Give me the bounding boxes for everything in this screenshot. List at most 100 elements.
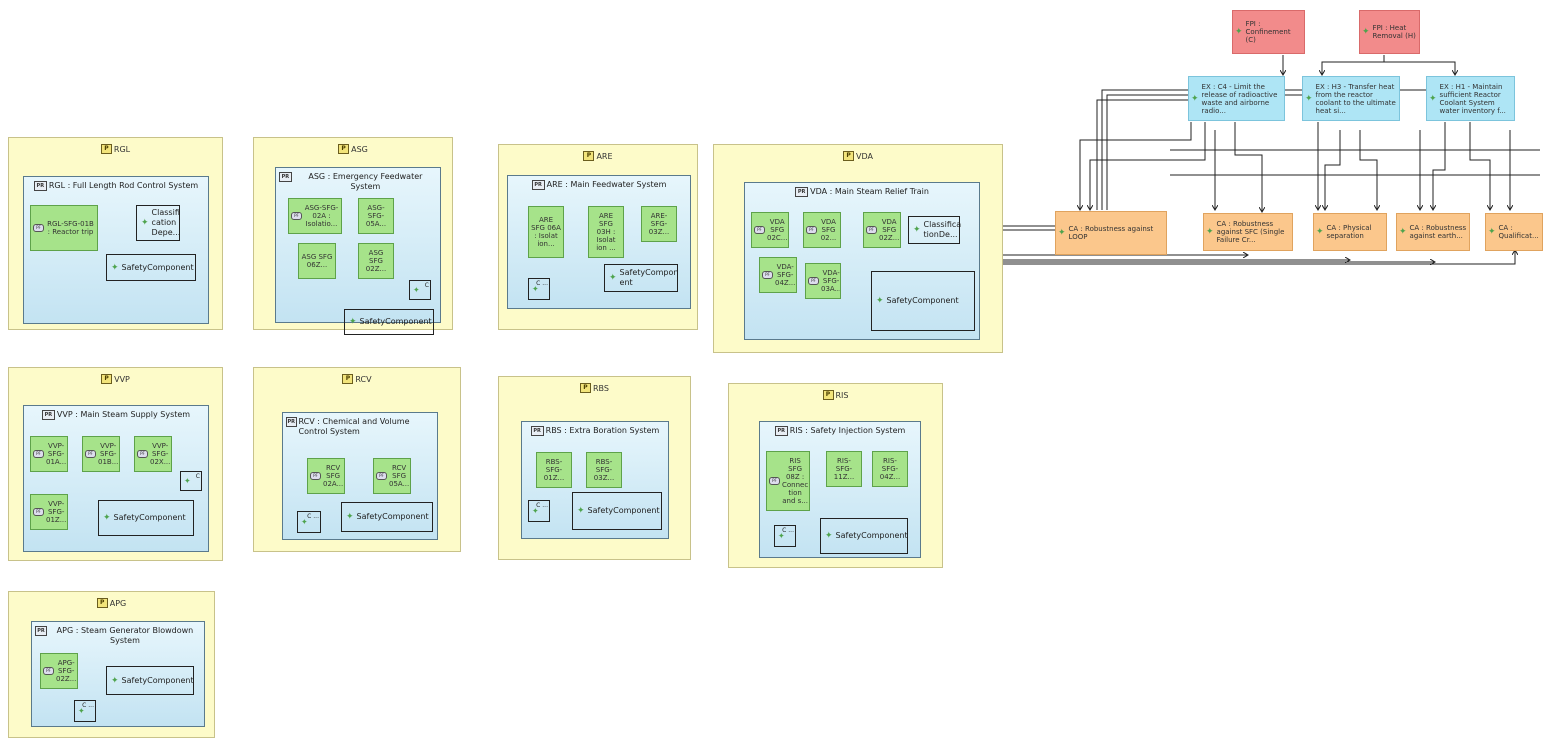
diamond-star-icon: ✦ <box>349 317 357 327</box>
safety-component-box[interactable]: ✦SafetyComponent <box>341 502 433 532</box>
safety-component-box[interactable]: ✦SafetyComponent <box>344 309 434 335</box>
diamond-star-icon: ✦ <box>609 273 617 283</box>
fpi-confinement-box[interactable]: ✦FPI : Confinement (C) <box>1232 10 1305 54</box>
diamond-star-icon: ✦ <box>1316 227 1324 237</box>
system-icon: PR <box>33 181 47 191</box>
diamond-star-icon: ✦ <box>1058 228 1066 238</box>
sfg-box[interactable]: ASG-SFG-05A... <box>358 198 394 234</box>
sfg-box[interactable]: RBS-SFG-01Z... <box>536 452 572 488</box>
sfg-box[interactable]: RIS-SFG-04Z... <box>872 451 908 487</box>
diamond-star-icon: ✦ <box>1235 27 1243 37</box>
small-component-box[interactable]: ✦C ... <box>528 500 550 522</box>
package-icon: P <box>96 598 108 608</box>
sfg-box[interactable]: ARE-SFG-03Z... <box>641 206 677 242</box>
system-icon: PR <box>279 172 292 182</box>
fpi-heat-removal-box[interactable]: ✦FPI : Heat Removal (H) <box>1359 10 1420 54</box>
diamond-star-icon: ✦ <box>1399 227 1407 237</box>
ex-h1-box[interactable]: ✦EX : H1 - Maintain sufficient Reactor C… <box>1426 76 1515 121</box>
classification-box[interactable]: ✦Classifica tionDe... <box>908 216 961 244</box>
small-component-box[interactable]: ✦C <box>180 471 202 491</box>
sfg-box[interactable]: ARE SFG 03H : Isolat ion ... <box>588 206 624 258</box>
diamond-star-icon: ✦ <box>111 262 119 273</box>
small-component-box[interactable]: ✦C ... <box>774 525 796 547</box>
ca-sfc-box[interactable]: ✦CA : Robustness against SFC (Single Fai… <box>1203 213 1293 251</box>
diamond-star-icon: ✦ <box>1191 93 1199 104</box>
system-title: RGL : Full Length Rod Control System <box>48 181 199 190</box>
ex-c4-box[interactable]: ✦EX : C4 - Limit the release of radioact… <box>1188 76 1285 121</box>
safety-component-box[interactable]: ✦SafetyComponent <box>871 271 975 331</box>
diamond-star-icon: ✦ <box>103 513 111 523</box>
ca-qualification-box[interactable]: ✦CA : Qualificat... <box>1485 213 1543 251</box>
small-component-box[interactable]: ✦C ... <box>297 511 321 533</box>
ca-earthquake-box[interactable]: ✦CA : Robustness against earth... <box>1396 213 1470 251</box>
diamond-star-icon: ✦ <box>346 512 354 522</box>
safety-component-box[interactable]: ✦SafetyComponent <box>820 518 908 554</box>
sfg-box[interactable]: ARE SFG 06A : Isolat ion... <box>528 206 564 258</box>
diamond-star-icon: ✦ <box>825 531 833 541</box>
diamond-star-icon: ✦ <box>111 675 119 686</box>
sfg-box[interactable]: RBS-SFG-03Z... <box>586 452 622 488</box>
ex-h3-box[interactable]: ✦EX : H3 - Transfer heat from the reacto… <box>1302 76 1400 121</box>
safety-component-box[interactable]: ✦SafetyComponent <box>106 666 194 695</box>
small-component-box[interactable]: ✦C ... <box>528 278 550 300</box>
package-icon: P <box>101 374 113 384</box>
package-icon: P <box>843 151 855 161</box>
package-icon: P <box>342 374 354 384</box>
ca-loop-box[interactable]: ✦CA : Robustness against LOOP <box>1055 211 1167 255</box>
safety-component-box[interactable]: ✦SafetyComponent <box>106 254 196 281</box>
safety-component-box[interactable]: ✦SafetyComponent <box>98 500 194 536</box>
package-icon: P <box>583 151 595 161</box>
diamond-star-icon: ✦ <box>577 506 585 516</box>
package-icon: P <box>822 390 834 400</box>
sfg-box[interactable]: ASG SFG 02Z... <box>358 243 394 279</box>
safety-component-box[interactable]: ✦SafetyCompon ent <box>604 264 678 292</box>
package-icon: P <box>580 383 591 393</box>
sfg-box[interactable]: ASG SFG 06Z... <box>298 243 336 279</box>
diamond-star-icon: ✦ <box>1362 27 1370 37</box>
classification-box[interactable]: ✦Classifi cation Depe... <box>136 205 180 241</box>
safety-component-box[interactable]: ✦SafetyComponent <box>572 492 662 530</box>
system-icon: PR <box>41 410 55 420</box>
sfg-box[interactable]: RIS-SFG-11Z... <box>826 451 862 487</box>
diamond-star-icon: ✦ <box>1206 227 1214 237</box>
package-icon: P <box>100 144 112 154</box>
diamond-star-icon: ✦ <box>876 296 884 306</box>
small-component-box[interactable]: ✦C ... <box>74 700 96 722</box>
ca-separation-box[interactable]: ✦CA : Physical separation <box>1313 213 1387 251</box>
small-component-box[interactable]: ✦C <box>409 280 431 300</box>
system-icon: PR <box>795 187 809 197</box>
system-icon: PR <box>35 626 47 636</box>
diamond-star-icon: ✦ <box>913 225 921 235</box>
